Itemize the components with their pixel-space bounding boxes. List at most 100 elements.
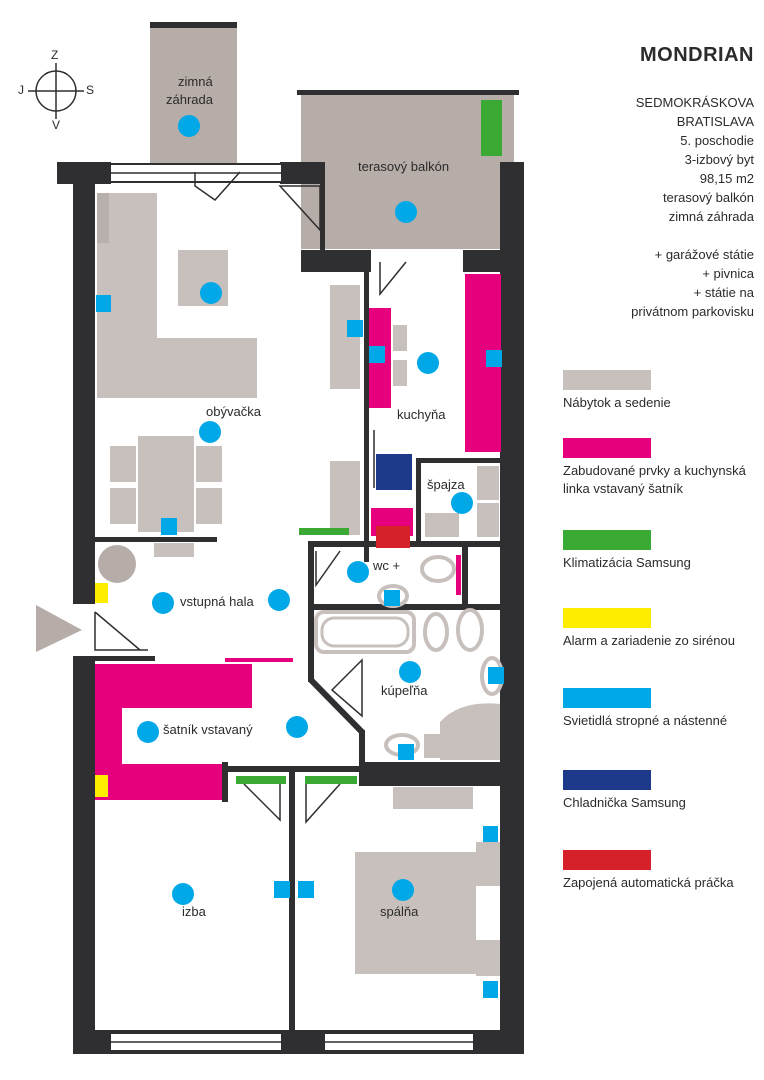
- legend-label: Alarm a zariadenie zo sirénou: [563, 633, 735, 648]
- legend-label: Zabudované prvky a kuchynská linka vstav…: [563, 463, 746, 496]
- legend-label: Zapojená automatická práčka: [563, 875, 734, 890]
- wall-wc-bottom: [310, 604, 502, 610]
- wall-terrace-bottom: [301, 250, 371, 272]
- light-living-coffee: [200, 282, 222, 304]
- kitchen-cabinet: [330, 461, 360, 535]
- legend-swatch: [563, 438, 651, 458]
- bed: [355, 852, 476, 974]
- room-label-wardrobe: šatník vstavaný: [163, 722, 253, 737]
- wall-pantry-top: [416, 458, 502, 463]
- door-living-balcony: [194, 171, 241, 201]
- dining-bench: [154, 543, 194, 557]
- wall-hall-wardrobe: [95, 656, 155, 661]
- terrace-balcony-top-edge: [297, 90, 519, 95]
- bath-sink-1: [423, 612, 449, 652]
- legend-swatch: [563, 770, 651, 790]
- wall-light-kitchen-counter: [486, 350, 502, 367]
- hall-alarm: [95, 583, 108, 603]
- wardrobe-builtin: [95, 664, 252, 800]
- dining-chair-2: [110, 488, 136, 524]
- lights: [96, 115, 504, 998]
- wall-light-wc: [384, 590, 400, 606]
- wc-sink: [420, 555, 456, 583]
- wall-bath-left-lower: [359, 730, 365, 785]
- legend-swatch: [563, 530, 651, 550]
- terrace-balcony-area: [301, 94, 514, 249]
- legend-label: Svietidlá stropné a nástenné: [563, 713, 728, 728]
- hall-plant: [98, 545, 136, 583]
- info-line: + státie na: [693, 285, 754, 300]
- wall-top-mid: [280, 162, 322, 184]
- wall-light-dining: [161, 518, 177, 535]
- compass-north-label: Z: [51, 48, 59, 62]
- dining-chair-4: [196, 488, 222, 524]
- light-wardrobe-hall: [137, 721, 159, 743]
- light-izba: [172, 883, 194, 905]
- wall-bath-bottom: [359, 762, 502, 786]
- hall-builtin-line: [225, 658, 293, 662]
- kitchen-stool-2: [393, 360, 407, 386]
- info-line: terasový balkón: [662, 190, 754, 205]
- wall-wc-left: [308, 541, 314, 605]
- bathtub-inner: [320, 616, 410, 648]
- nightstand-top: [476, 842, 500, 886]
- light-kitchen: [417, 352, 439, 374]
- dining-table: [138, 436, 194, 532]
- room-label-living: obývačka: [206, 404, 261, 419]
- wall-pantry-left: [416, 458, 421, 544]
- nightstand-bottom: [476, 940, 500, 976]
- fridge: [376, 454, 412, 490]
- wall-living-hall: [95, 537, 217, 542]
- wall-wardrobe-bottom: [95, 766, 365, 772]
- wardrobe-inner-wall: [222, 762, 228, 802]
- light-pantry: [451, 492, 473, 514]
- wall-light-spalna-bottom: [483, 981, 498, 998]
- wall-wc-right: [462, 547, 468, 607]
- info-line: + pivnica: [702, 266, 754, 281]
- info-line: + garážové státie: [654, 247, 754, 262]
- room-label-izba: izba: [182, 904, 206, 919]
- legend-swatch: [563, 608, 651, 628]
- wall-light-bath-toilet: [488, 667, 504, 684]
- info-line: 3-izbový byt: [684, 152, 754, 167]
- wall-left-lower: [73, 656, 95, 1054]
- wc-builtin: [456, 555, 461, 595]
- light-wc: [347, 561, 369, 583]
- room-label-hall: vstupná hala: [180, 594, 254, 609]
- sofa-corner: [97, 338, 257, 398]
- wardrobe-alarm: [95, 775, 108, 797]
- door-izba: [243, 783, 281, 822]
- wall-left-upper: [73, 162, 95, 604]
- dining-chair-3: [196, 446, 222, 482]
- wall-light-kitchen-1: [347, 320, 363, 337]
- room-label-spalna: spálňa: [380, 904, 419, 919]
- light-winter-garden: [178, 115, 200, 137]
- wall-light-spalna-top: [483, 826, 498, 842]
- compass-icon: [28, 63, 84, 119]
- legend-swatch: [563, 370, 651, 390]
- door-kitchen-top: [379, 261, 407, 297]
- info-line: BRATISLAVA: [676, 114, 754, 129]
- wall-light-bath-sink: [398, 744, 414, 760]
- light-living-dining: [199, 421, 221, 443]
- door-entrance: [94, 612, 148, 651]
- info-line: [631, 226, 754, 245]
- room-label-kitchen: kuchyňa: [397, 407, 446, 422]
- wall-rooms-divider: [289, 766, 295, 1032]
- info-line: zimná záhrada: [668, 209, 754, 224]
- compass-east-label: S: [86, 83, 95, 97]
- compass-west-label: J: [18, 83, 24, 97]
- bath-sink-2: [456, 608, 484, 652]
- light-bathroom: [399, 661, 421, 683]
- legend-label: Chladnička Samsung: [563, 795, 686, 810]
- light-hall-2: [268, 589, 290, 611]
- pantry-shelf-2: [477, 503, 499, 537]
- shower: [440, 703, 500, 760]
- terrace-ac-unit: [481, 100, 502, 156]
- spalna-ac: [305, 776, 357, 784]
- door-wc: [315, 550, 341, 588]
- washing-machine: [376, 526, 410, 548]
- pantry-shelf-3: [425, 513, 459, 537]
